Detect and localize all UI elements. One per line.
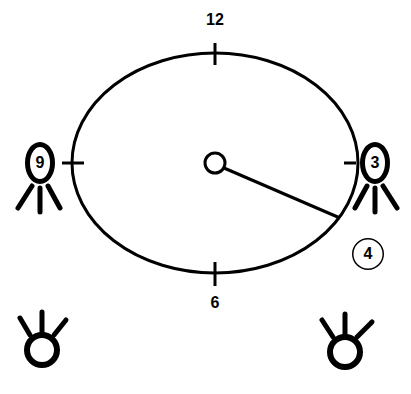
callout-circle: 4 [352,238,384,270]
clock-number: 12 [206,11,224,29]
figure-head: 3 [360,142,390,184]
clock-number: 6 [211,294,220,312]
clock-number: 3 [371,154,380,172]
clock-number: 4 [364,245,373,263]
clock-number: 9 [36,154,45,172]
figure-head: 9 [25,142,55,184]
